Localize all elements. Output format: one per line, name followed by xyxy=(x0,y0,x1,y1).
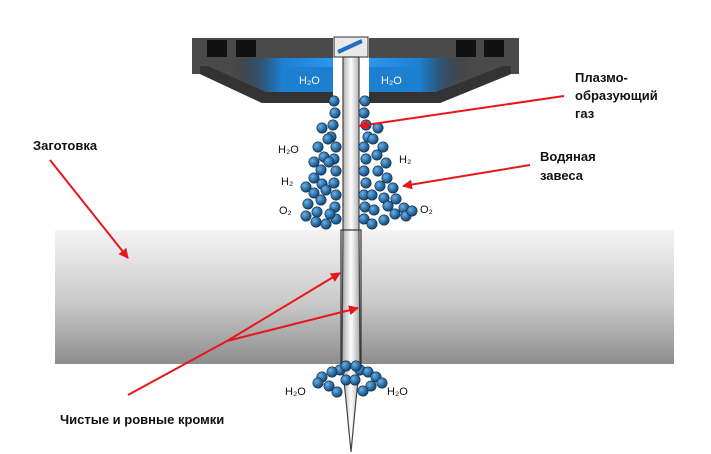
water-droplet xyxy=(328,95,340,107)
water-droplet xyxy=(331,386,343,398)
workpiece-block xyxy=(55,230,674,364)
water-droplet xyxy=(324,208,336,220)
water-droplet xyxy=(374,180,386,192)
water-droplet xyxy=(360,177,372,189)
water-droplet xyxy=(330,141,342,153)
water-droplet xyxy=(308,172,320,184)
water-droplet xyxy=(312,141,324,153)
water-droplet xyxy=(360,153,372,165)
water-droplet xyxy=(315,194,327,206)
water-droplet xyxy=(362,366,374,378)
water-droplet xyxy=(367,133,379,145)
label-workpiece: Заготовка xyxy=(33,138,98,153)
water-droplet xyxy=(320,218,332,230)
water-droplet xyxy=(350,360,362,372)
nozzle-body-left xyxy=(192,38,333,103)
water-droplet xyxy=(376,377,388,389)
arrow-plasma-gas xyxy=(358,95,565,130)
water-droplet xyxy=(330,189,342,201)
molecule-label-h2o-bottom-right: H₂O xyxy=(387,386,408,398)
label-clean-edges: Чистые и ровные кромки xyxy=(60,412,224,427)
water-droplet xyxy=(358,213,370,225)
water-droplet xyxy=(311,206,323,218)
water-droplet xyxy=(381,172,393,184)
molecule-label-o2-right: O₂ xyxy=(420,204,433,216)
label-plasma-gas-line2: образующий xyxy=(575,88,658,103)
water-droplet xyxy=(366,189,378,201)
nozzle-right-label: H₂O xyxy=(381,75,402,87)
water-droplet xyxy=(300,181,312,193)
water-droplet xyxy=(380,157,392,169)
water-droplet xyxy=(357,385,369,397)
water-droplet xyxy=(377,141,389,153)
water-droplet xyxy=(310,216,322,228)
electrode-cap xyxy=(333,36,369,58)
water-droplets xyxy=(300,95,418,398)
water-droplet xyxy=(323,380,335,392)
water-droplet xyxy=(322,133,334,145)
arrow-edge-left xyxy=(226,272,341,342)
water-droplet xyxy=(371,149,383,161)
plasma-arc xyxy=(341,56,361,453)
water-droplet xyxy=(358,165,370,177)
label-plasma-gas-line1: Плазмо- xyxy=(575,70,628,85)
water-droplet xyxy=(300,210,312,222)
arrow-workpiece xyxy=(49,159,129,259)
water-droplet xyxy=(390,193,402,205)
nozzle-body-right xyxy=(369,38,519,103)
molecule-label-o2-left: O₂ xyxy=(279,205,292,217)
water-droplet xyxy=(365,380,377,392)
water-droplet xyxy=(327,119,339,131)
arrow-edge-right xyxy=(226,305,359,342)
water-droplet xyxy=(323,156,335,168)
arrow-edges-line xyxy=(127,340,228,396)
water-droplet xyxy=(330,165,342,177)
molecule-label-h2o-bottom-left: H₂O xyxy=(285,386,306,398)
water-droplet xyxy=(358,141,370,153)
label-plasma-gas-line3: газ xyxy=(575,106,595,121)
molecule-label-h2-right: H₂ xyxy=(399,154,411,166)
water-droplet xyxy=(382,200,394,212)
label-water-curtain-line1: Водяная xyxy=(540,149,596,164)
nozzle-left-label: H₂O xyxy=(299,75,320,87)
water-droplet xyxy=(329,107,341,119)
molecule-label-h2o-left: H₂O xyxy=(278,144,299,156)
water-droplet xyxy=(359,95,371,107)
arrow-water-curtain xyxy=(402,164,531,190)
water-droplet xyxy=(328,177,340,189)
water-droplet xyxy=(389,208,401,220)
water-droplet xyxy=(368,204,380,216)
water-droplet xyxy=(349,374,361,386)
water-droplet xyxy=(316,122,328,134)
water-droplet xyxy=(406,205,418,217)
water-droplet xyxy=(320,184,332,196)
water-droplet xyxy=(308,187,320,199)
molecule-label-h2-left: H₂ xyxy=(281,176,293,188)
water-droplet xyxy=(315,164,327,176)
water-droplet xyxy=(372,165,384,177)
water-droplet xyxy=(312,377,324,389)
water-droplet xyxy=(326,366,338,378)
water-droplet xyxy=(378,214,390,226)
water-droplet xyxy=(358,107,370,119)
water-droplet xyxy=(366,218,378,230)
water-droplet xyxy=(387,182,399,194)
water-droplet xyxy=(308,156,320,168)
water-droplet xyxy=(302,198,314,210)
label-water-curtain-line2: завеса xyxy=(540,168,584,183)
water-droplet xyxy=(340,360,352,372)
